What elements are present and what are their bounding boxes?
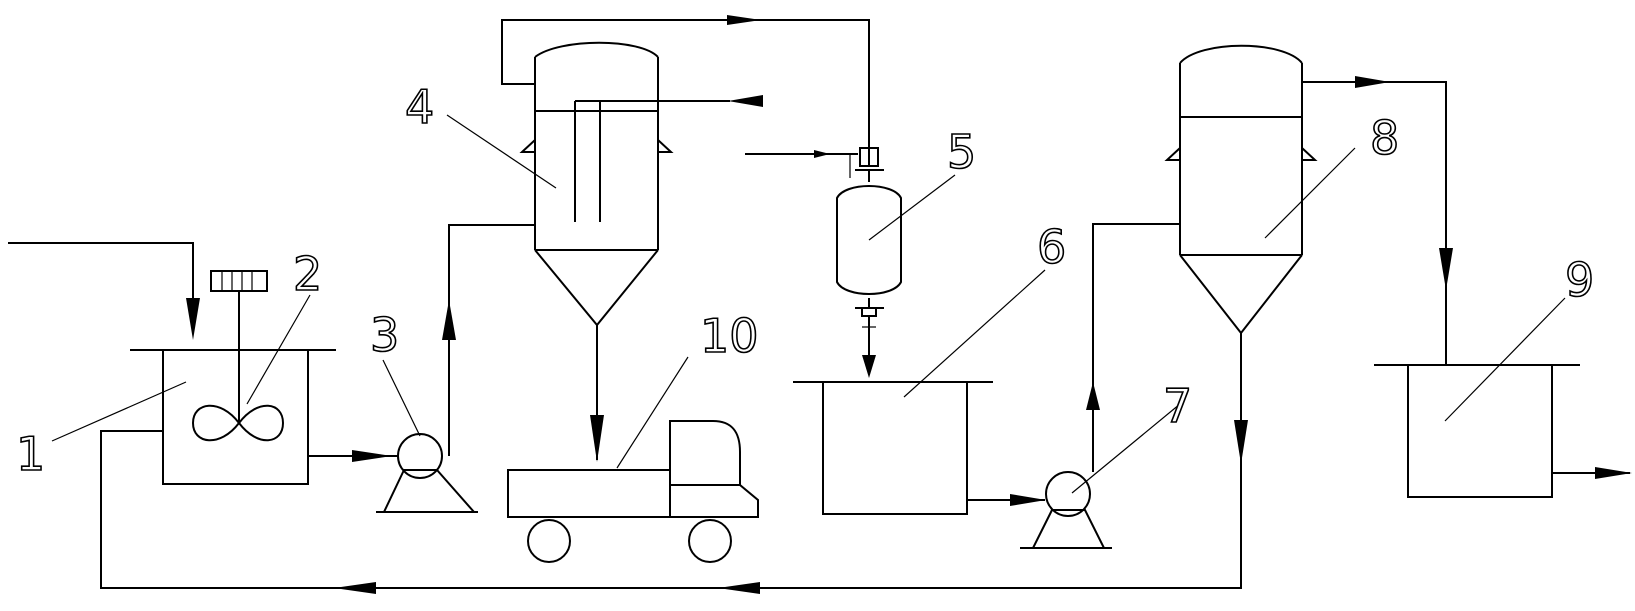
filter-5 [836, 147, 902, 328]
pump-3 [376, 433, 478, 513]
leader-lines [51, 114, 1566, 494]
label-7: 7 [1163, 379, 1192, 433]
flow-arrows [186, 15, 1632, 594]
tank-9 [1374, 364, 1580, 498]
label-9: 9 [1565, 253, 1594, 307]
label-5: 5 [947, 125, 976, 179]
vessel-8 [1164, 44, 1318, 335]
piping [8, 19, 1630, 589]
equipment-labels: 1 2 3 4 5 6 7 8 9 10 [15, 79, 1595, 482]
label-1: 1 [16, 427, 45, 481]
pump-7 [1020, 471, 1112, 549]
label-3: 3 [370, 308, 399, 362]
truck-10 [507, 420, 759, 563]
label-4: 4 [405, 80, 434, 134]
mixing-tank-1 [130, 349, 336, 485]
label-2: 2 [293, 247, 322, 301]
label-6: 6 [1037, 220, 1066, 274]
label-8: 8 [1370, 111, 1399, 165]
vessel-4 [519, 41, 730, 327]
agitator-2 [191, 270, 285, 442]
label-10: 10 [700, 309, 759, 363]
tank-6 [793, 381, 993, 515]
